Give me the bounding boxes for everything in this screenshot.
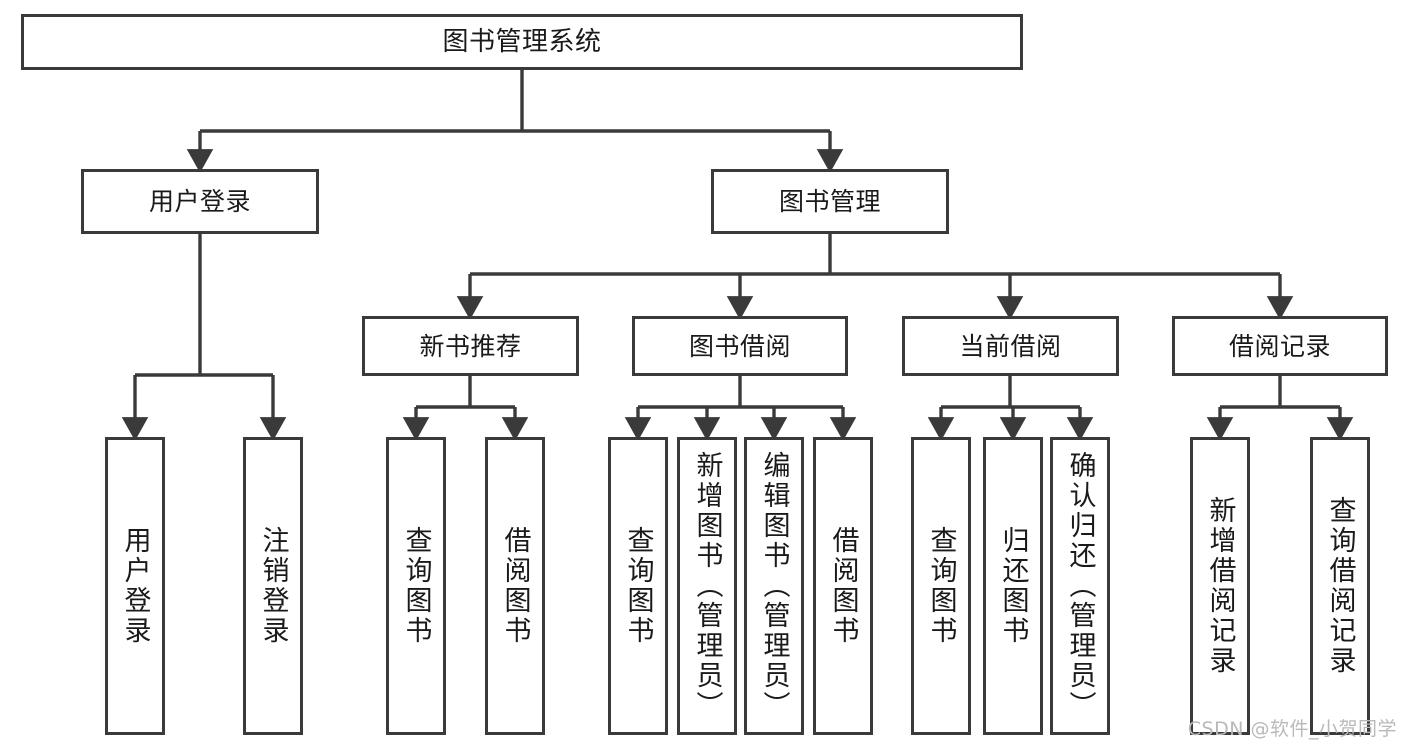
node-leaf-query-borrow-record[interactable]: 查询借阅记录 xyxy=(1310,437,1370,735)
node-leaf-borrow-book-2[interactable]: 借阅图书 xyxy=(813,437,873,735)
node-book-manage[interactable]: 图书管理 xyxy=(711,169,949,234)
node-current-borrow[interactable]: 当前借阅 xyxy=(902,316,1119,376)
node-book-manage-label: 图书管理 xyxy=(778,187,881,216)
node-leaf-borrow-book-1-label: 借阅图书 xyxy=(499,526,531,646)
node-leaf-add-borrow-record-label: 新增借阅记录 xyxy=(1204,496,1236,676)
node-leaf-edit-book-admin-label: 编辑图书（管理员） xyxy=(758,451,790,721)
node-new-book-recommend-label: 新书推荐 xyxy=(419,331,522,361)
node-root[interactable]: 图书管理系统 xyxy=(21,14,1023,70)
node-leaf-query-book-1-label: 查询图书 xyxy=(400,526,432,646)
node-leaf-return-book[interactable]: 归还图书 xyxy=(983,437,1043,735)
csdn-watermark: CSDN @软件_小贺同学 xyxy=(1187,718,1397,740)
node-leaf-logout-login-label: 注销登录 xyxy=(257,526,289,646)
node-leaf-add-book-admin-label: 新增图书（管理员） xyxy=(691,451,723,721)
node-user-login[interactable]: 用户登录 xyxy=(81,169,319,234)
node-leaf-confirm-return-label: 确认归还（管理员） xyxy=(1064,451,1096,721)
node-user-login-label: 用户登录 xyxy=(148,187,251,216)
node-leaf-confirm-return[interactable]: 确认归还（管理员） xyxy=(1050,437,1110,735)
node-leaf-query-borrow-record-label: 查询借阅记录 xyxy=(1324,496,1356,676)
node-leaf-user-login-label: 用户登录 xyxy=(119,526,151,646)
node-leaf-logout-login[interactable]: 注销登录 xyxy=(243,437,303,735)
node-borrow-record-label: 借阅记录 xyxy=(1228,331,1331,361)
node-leaf-return-book-label: 归还图书 xyxy=(997,526,1029,646)
node-book-borrow-label: 图书借阅 xyxy=(688,331,791,361)
node-book-borrow[interactable]: 图书借阅 xyxy=(632,316,848,376)
node-new-book-recommend[interactable]: 新书推荐 xyxy=(362,316,579,376)
node-leaf-query-book-2-label: 查询图书 xyxy=(622,526,654,646)
node-leaf-add-book-admin[interactable]: 新增图书（管理员） xyxy=(677,437,737,735)
node-leaf-add-borrow-record[interactable]: 新增借阅记录 xyxy=(1190,437,1250,735)
node-leaf-query-book-1[interactable]: 查询图书 xyxy=(386,437,446,735)
node-leaf-user-login[interactable]: 用户登录 xyxy=(105,437,165,735)
node-root-label: 图书管理系统 xyxy=(442,26,602,57)
node-leaf-query-book-3-label: 查询图书 xyxy=(925,526,957,646)
node-leaf-borrow-book-2-label: 借阅图书 xyxy=(827,526,859,646)
node-borrow-record[interactable]: 借阅记录 xyxy=(1172,316,1388,376)
node-leaf-borrow-book-1[interactable]: 借阅图书 xyxy=(485,437,545,735)
node-current-borrow-label: 当前借阅 xyxy=(959,331,1062,361)
node-leaf-query-book-2[interactable]: 查询图书 xyxy=(608,437,668,735)
node-leaf-edit-book-admin[interactable]: 编辑图书（管理员） xyxy=(744,437,804,735)
node-leaf-query-book-3[interactable]: 查询图书 xyxy=(911,437,971,735)
